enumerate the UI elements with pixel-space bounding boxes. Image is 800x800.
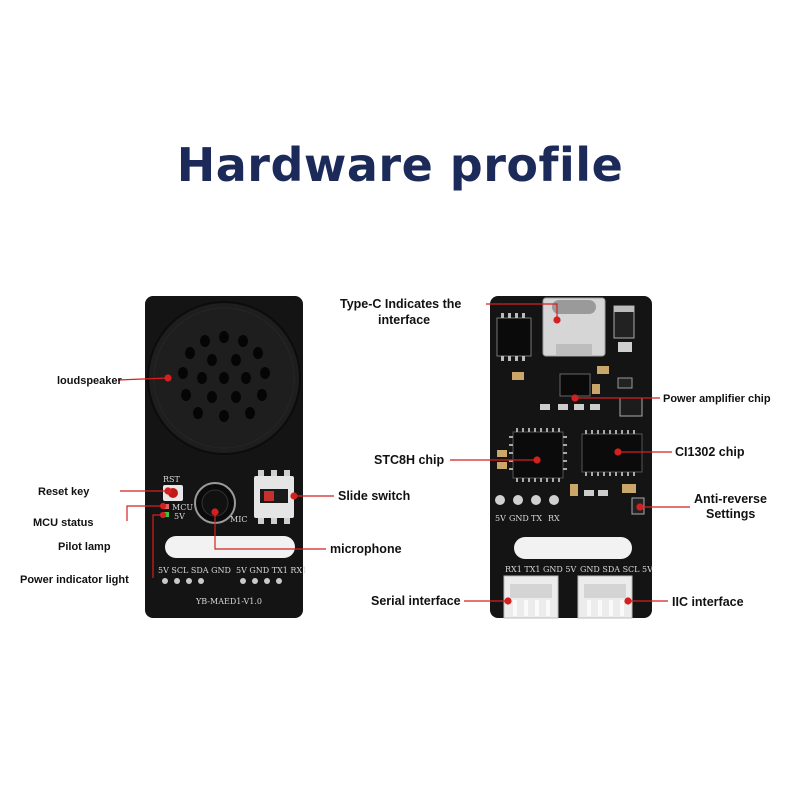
smd-stc-1 [497,450,507,457]
label-pilot-lamp: Pilot lamp [58,541,111,553]
silk-back-5v: 5V [495,514,506,523]
label-microphone: microphone [330,542,402,556]
front-pin-pads [162,578,282,584]
label-slide-switch: Slide switch [338,489,410,503]
page-title: Hardware profile [176,138,624,192]
stc8h-pins [509,428,567,482]
label-ci1302: CI1302 chip [675,445,745,459]
silk-pins-left: 5V SCL SDA GND [158,566,231,575]
smd-ci-4 [622,484,636,493]
smd-top-right [618,342,632,352]
smd-ci-3 [598,490,608,496]
serial-connector [503,575,559,619]
front-board: RST MCU 5V MIC 5V SCL SDA GND 5V GND TX1… [145,296,307,618]
label-type-c-line2: interface [378,313,430,327]
slide-switch-pins [258,470,290,524]
silk-model: YB-MAED1-V1.0 [195,597,262,606]
label-anti-reverse-line1: Anti-reverse [694,492,767,506]
smd-cap-3 [592,384,600,394]
back-uart-pads [495,495,559,505]
smd-cap-4 [540,404,550,410]
label-type-c-line1: Type-C Indicates the [340,297,461,311]
sot-2 [619,397,643,417]
label-anti-reverse-line2: Settings [706,507,755,521]
type-c-opening [552,300,596,314]
label-loudspeaker: loudspeaker [57,375,123,387]
type-c-tab [556,344,592,356]
smd-cap-6 [574,404,584,410]
label-serial-interface: Serial interface [371,594,461,608]
smd-ci-2 [584,490,594,496]
silk-rst: RST [163,475,181,484]
smd-cap-2 [512,372,524,380]
front-leaders [117,374,334,578]
back-board: 5V GND TX RX RX1 TX1 GND 5V GND SDA SCL … [490,296,653,619]
label-mcu-status: MCU status [33,517,94,529]
front-mount-slot [165,536,295,558]
ic-top-left [496,317,532,357]
silk-pins-right: 5V GND TX1 RX1 [236,566,307,575]
ic-top-left-pins [501,313,525,361]
label-iic-interface: IIC interface [672,595,744,609]
label-power-amp: Power amplifier chip [663,393,771,405]
smd-cap-1 [597,366,609,374]
silk-mic: MIC [230,515,247,524]
smd-ci-1 [570,484,578,496]
back-mount-slot [514,537,632,559]
speaker-holes [178,331,270,422]
label-stc8h: STC8H chip [374,453,445,467]
iic-connector [577,575,633,619]
silk-back-rx: RX [548,514,560,523]
ci1302-chip [581,433,643,473]
silk-mcu: MCU [172,503,193,512]
label-power-indicator: Power indicator light [20,574,129,586]
silk-5v: 5V [174,512,185,521]
back-leaders [450,303,690,605]
silk-back-gnd: GND [509,514,529,523]
ci1302-pins [585,430,635,476]
power-amp-chip [559,373,591,397]
smd-stc-2 [497,462,507,469]
silk-serial-pins: RX1 TX1 GND 5V [505,565,576,574]
silk-iic-pins: GND SDA SCL 5V [580,565,653,574]
diode-band [614,306,634,312]
smd-cap-5 [558,404,568,410]
silk-back-tx: TX [531,514,542,523]
stc8h-chip [512,431,564,479]
label-reset-key: Reset key [38,486,90,498]
sot-1 [617,377,633,389]
smd-cap-7 [590,404,600,410]
slide-switch-knob[interactable] [264,491,274,501]
